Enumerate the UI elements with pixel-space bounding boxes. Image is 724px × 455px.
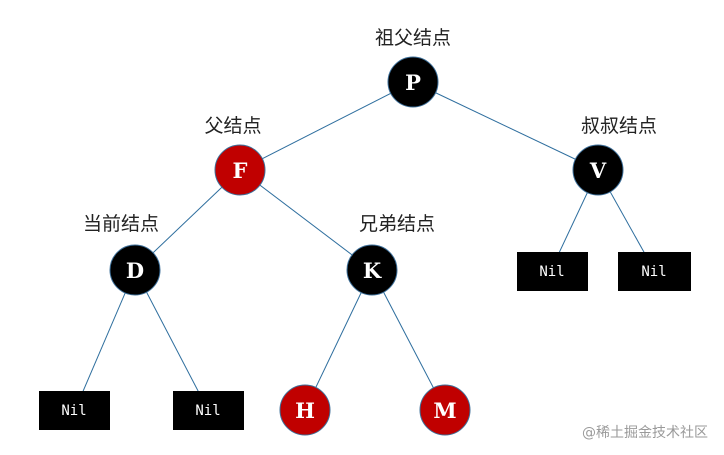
node-h: H [279, 384, 331, 436]
label-uncle: 叔叔结点 [581, 115, 657, 137]
svg-text:F: F [233, 158, 248, 183]
nil-leaf: Nil [173, 391, 244, 430]
node-m: M [419, 384, 471, 436]
nil-label: Nil [539, 264, 564, 280]
node-f: F [214, 144, 266, 196]
nil-leaf: Nil [517, 252, 588, 291]
nil-leaf: Nil [39, 391, 110, 430]
label-parent: 父结点 [204, 115, 261, 137]
svg-text:K: K [363, 258, 382, 283]
label-current: 当前结点 [83, 213, 159, 235]
edge-k-m [371, 269, 446, 411]
nil-leaf: Nil [618, 252, 691, 291]
node-d: D [109, 244, 161, 296]
svg-text:P: P [405, 70, 421, 95]
edge-p-f [239, 81, 414, 171]
edge-f-k [239, 169, 373, 271]
edge-k-h [304, 269, 373, 411]
nil-label: Nil [61, 403, 86, 419]
nodes: P F V D K H M [109, 56, 624, 436]
node-p: P [387, 56, 439, 108]
nil-label: Nil [641, 264, 666, 280]
svg-text:D: D [126, 258, 144, 283]
svg-text:V: V [589, 158, 607, 183]
watermark: @稀土掘金技术社区 [582, 425, 708, 441]
node-v: V [572, 144, 624, 196]
edge-d-nil-right [134, 269, 209, 411]
node-k: K [346, 244, 398, 296]
nil-label: Nil [195, 403, 220, 419]
nil-leaves: Nil Nil Nil Nil [39, 252, 691, 430]
label-sibling: 兄弟结点 [359, 213, 435, 235]
annotations: 祖父结点 父结点 叔叔结点 当前结点 兄弟结点 [83, 27, 657, 235]
label-grandparent: 祖父结点 [375, 27, 451, 49]
svg-text:H: H [295, 398, 315, 423]
svg-text:M: M [433, 398, 456, 423]
edge-p-v [412, 81, 599, 171]
